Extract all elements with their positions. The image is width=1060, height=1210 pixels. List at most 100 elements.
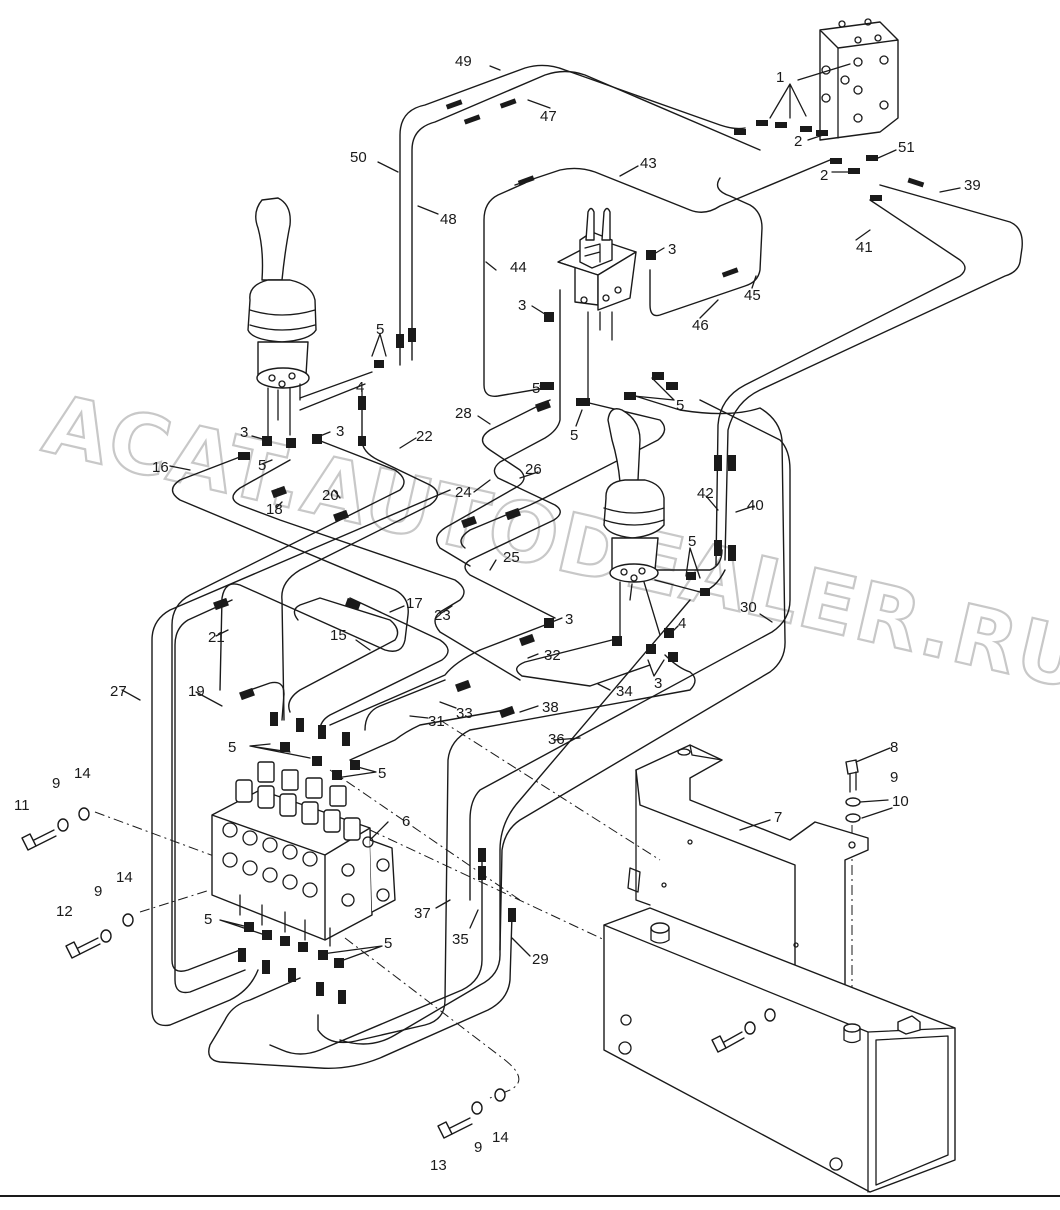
hose-49-50: [399, 64, 746, 366]
callout: 45: [744, 287, 761, 304]
callout: 39: [964, 177, 981, 194]
callout: 5: [376, 321, 384, 338]
callout: 14: [116, 869, 133, 886]
bolt-13: [437, 1117, 473, 1139]
mounting-bracket: [627, 744, 869, 1009]
bolt-12: [65, 937, 101, 959]
fasteners: [21, 759, 861, 1139]
callout: 43: [640, 155, 657, 172]
callout-labels: 49 47 1 2 51 2 39 41 50 48 43 44 3 45 3 …: [14, 53, 981, 1174]
callout: 48: [440, 211, 457, 228]
washer-tank-a: [744, 1021, 756, 1035]
callout: 28: [455, 405, 472, 422]
callout: 2: [820, 167, 828, 184]
align-12: [139, 889, 211, 913]
align-bracket: [439, 719, 661, 861]
hydraulic-tank: [603, 907, 956, 1193]
fittings: [213, 98, 925, 1004]
callout: 8: [890, 739, 898, 756]
hose-27: [151, 489, 451, 1027]
callout: 32: [544, 647, 561, 664]
washer-10: [845, 813, 861, 823]
callout: 5: [676, 397, 684, 414]
callout: 3: [518, 297, 526, 314]
callout: 5: [384, 935, 392, 952]
callout: 12: [56, 903, 73, 920]
callout: 1: [776, 69, 784, 86]
callout: 3: [565, 611, 573, 628]
callout: 30: [740, 599, 757, 616]
callout: 36: [548, 731, 565, 748]
callout: 44: [510, 259, 527, 276]
callout: 5: [532, 380, 540, 397]
callout: 4: [678, 615, 686, 632]
callout: 40: [747, 497, 764, 514]
callout: 5: [228, 739, 236, 756]
washer-14b: [122, 913, 134, 927]
hose-45: [649, 177, 763, 317]
hose-47-48: [411, 70, 761, 361]
callout: 42: [697, 485, 714, 502]
bolt-11: [21, 829, 57, 851]
callout: 29: [532, 951, 549, 968]
hose-39: [724, 184, 1023, 561]
callout: 9: [94, 883, 102, 900]
hose-38: [317, 654, 696, 1044]
hose-31: [349, 709, 506, 761]
callout: 7: [774, 809, 782, 826]
hose-35: [269, 849, 483, 1055]
callout: 9: [890, 769, 898, 786]
callout: 26: [525, 461, 542, 478]
hose-44: [483, 182, 546, 397]
callout: 5: [570, 427, 578, 444]
hose-30: [469, 399, 791, 901]
hose-26: [460, 401, 666, 549]
hose-18: [232, 459, 521, 681]
left-joystick: [247, 197, 373, 441]
washer-9a: [57, 818, 69, 832]
callout: 15: [330, 627, 347, 644]
callout: 23: [434, 607, 451, 624]
hose-19: [249, 681, 285, 721]
valve-spool-caps: [235, 761, 361, 841]
callout: 46: [692, 317, 709, 334]
callout: 6: [402, 813, 410, 830]
align-11: [94, 811, 231, 863]
callout: 31: [428, 713, 445, 730]
hose-22: [281, 397, 439, 721]
callout: 49: [455, 53, 472, 70]
hose-43: [514, 159, 831, 213]
callout: 35: [452, 931, 469, 948]
callout: 51: [898, 139, 915, 156]
callout: 9: [52, 775, 60, 792]
callout: 5: [258, 457, 266, 474]
callout: 5: [204, 911, 212, 928]
valve-ports: [222, 822, 390, 907]
callout: 13: [430, 1157, 447, 1174]
callout: 3: [654, 675, 662, 692]
center-double-lever-valve: [557, 207, 637, 401]
callout: 47: [540, 108, 557, 125]
washer-14c: [494, 1088, 506, 1102]
bolt-tank: [711, 1031, 745, 1053]
callout: 20: [322, 487, 339, 504]
callout: 41: [856, 239, 873, 256]
callout: 9: [474, 1139, 482, 1156]
callout: 24: [455, 484, 472, 501]
callout: 18: [266, 501, 283, 518]
callout: 25: [503, 549, 520, 566]
hose-15: [288, 597, 399, 713]
hose-34: [516, 639, 651, 687]
callout: 38: [542, 699, 559, 716]
callout: 5: [688, 533, 696, 550]
hose-40: [499, 394, 786, 951]
callout: 34: [616, 683, 633, 700]
callout: 27: [110, 683, 127, 700]
hose-24: [436, 399, 551, 567]
callout: 19: [188, 683, 205, 700]
callout: 37: [414, 905, 431, 922]
washer-9d: [471, 1101, 483, 1115]
washer-9c: [100, 929, 112, 943]
callout: 22: [416, 428, 433, 445]
hose-32: [329, 624, 546, 726]
